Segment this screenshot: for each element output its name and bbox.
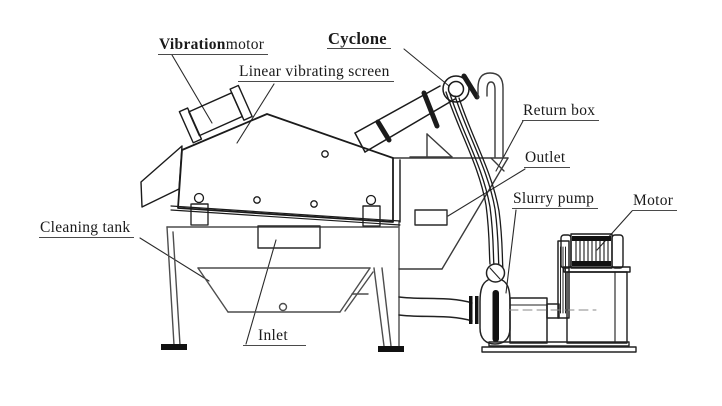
label-outlet: Outlet [524, 149, 570, 169]
label-motor: Motor [632, 192, 678, 212]
label-vibration-motor: Vibrationmotor [158, 36, 269, 56]
label-cleaning-tank: Cleaning tank [39, 219, 135, 239]
cleaning-tank-drawing [161, 221, 404, 352]
vibration-motor-drawing [178, 84, 253, 144]
label-vibration-motor-bold: Vibration [159, 36, 226, 53]
motor-drawing [560, 233, 631, 344]
inlet-box [257, 225, 321, 249]
label-cyclone: Cyclone [327, 30, 391, 50]
label-inlet: Inlet [243, 327, 306, 347]
vibrating-screen-body [140, 113, 401, 227]
outlet-box [414, 209, 448, 226]
label-linear-vibrating-screen: Linear vibrating screen [238, 63, 394, 83]
label-return-box: Return box [522, 102, 600, 122]
cyclone-hoses [445, 91, 504, 271]
cyclone-drawing [354, 73, 480, 153]
slurry-pump-drawing [398, 240, 597, 345]
base-frame [481, 341, 637, 353]
label-slurry-pump: Slurry pump [512, 190, 599, 210]
return-box-drawing [392, 133, 509, 270]
overflow-pipe [477, 72, 504, 158]
label-vibration-motor-rest: motor [225, 36, 265, 53]
